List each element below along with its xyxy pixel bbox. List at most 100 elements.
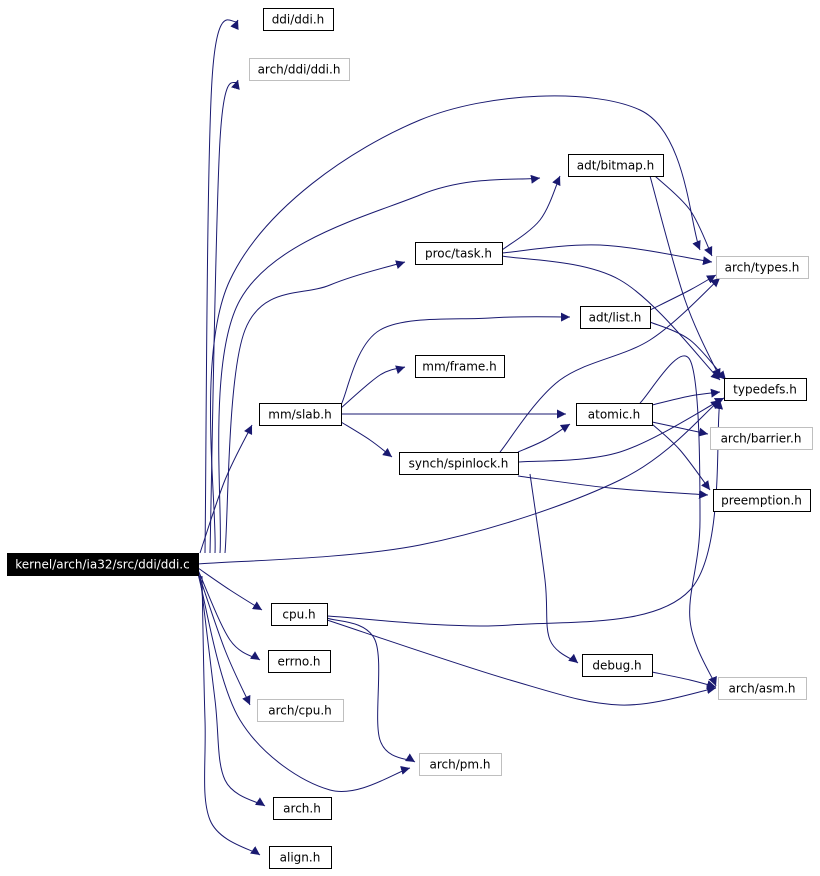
node-label: ddi/ddi.h: [272, 13, 325, 27]
node-root[interactable]: kernel/arch/ia32/src/ddi/ddi.c: [7, 553, 199, 576]
node-box: [419, 753, 502, 776]
edge-root-to-mm-slab-h: [199, 424, 253, 554]
edge-proc-task-h-to-arch-types-h: [501, 244, 713, 266]
node-box: [268, 650, 331, 673]
node-mm-frame-h[interactable]: mm/frame.h: [415, 355, 505, 378]
node-label: synch/spinlock.h: [409, 457, 509, 471]
edge-root-to-arch-cpu-h: [197, 571, 251, 706]
edge-root-to-align-h: [201, 575, 261, 856]
edge-root-to-cpu-h: [197, 567, 263, 611]
edge-root-to-errno-h: [197, 569, 261, 661]
node-label: adt/bitmap.h: [577, 159, 654, 173]
node-label: mm/frame.h: [422, 360, 496, 374]
node-label: arch/ddi/ddi.h: [258, 63, 341, 77]
node-box: [273, 797, 332, 820]
edge-synch-spinlock-h-to-preemption-h: [517, 475, 709, 499]
node-box: [576, 403, 653, 426]
node-box: [580, 306, 651, 329]
node-box: [263, 8, 334, 31]
node-errno-h[interactable]: errno.h: [268, 650, 331, 673]
edge-adt-bitmap-h-to-typedefs-h: [649, 175, 721, 379]
nodes-layer: kernel/arch/ia32/src/ddi/ddi.c ddi/ddi.h a…: [7, 8, 813, 869]
edge-synch-spinlock-h-to-atomic-h: [517, 423, 571, 453]
edge-root-to-arch-h: [199, 575, 266, 807]
node-arch-h[interactable]: arch.h: [273, 797, 332, 820]
node-box: [399, 452, 519, 475]
node-adt-list-h[interactable]: adt/list.h: [580, 306, 651, 329]
edge-proc-task-h-to-typedefs-h: [501, 255, 721, 381]
node-box: [7, 553, 199, 576]
edge-atomic-h-to-preemption-h: [651, 423, 711, 491]
node-label: align.h: [280, 851, 321, 865]
edge-atomic-h-to-arch-barrier-h: [651, 421, 709, 437]
node-arch-cpu-h: arch/cpu.h: [257, 699, 344, 722]
edge-root-to-arch-ddi-ddi-h: [209, 79, 240, 554]
node-label: kernel/arch/ia32/src/ddi/ddi.c: [15, 558, 189, 572]
node-box: [716, 256, 809, 279]
edge-mm-slab-h-to-adt-list-h: [340, 312, 571, 406]
node-box: [718, 677, 807, 700]
node-label: debug.h: [592, 659, 641, 673]
node-box: [415, 242, 503, 265]
node-label: preemption.h: [721, 494, 802, 508]
node-arch-types-h: arch/types.h: [716, 256, 809, 279]
node-label: proc/task.h: [425, 247, 492, 261]
edges-layer: [197, 19, 727, 856]
node-box: [249, 58, 350, 81]
node-box: [713, 489, 811, 512]
node-proc-task-h[interactable]: proc/task.h: [415, 242, 503, 265]
edge-root-to-arch-pm-h: [197, 573, 411, 792]
node-arch-barrier-h: arch/barrier.h: [710, 427, 813, 450]
node-box: [710, 427, 813, 450]
edge-synch-spinlock-h-to-debug-h: [529, 473, 579, 664]
node-label: arch/pm.h: [430, 758, 491, 772]
node-label: arch/cpu.h: [268, 704, 332, 718]
edge-cpu-h-to-arch-pm-h: [326, 617, 416, 763]
node-arch-asm-h: arch/asm.h: [718, 677, 807, 700]
node-mm-slab-h[interactable]: mm/slab.h: [259, 403, 342, 426]
edge-debug-h-to-arch-asm-h: [651, 671, 717, 690]
node-box: [257, 699, 344, 722]
node-label: cpu.h: [282, 608, 315, 622]
node-label: errno.h: [278, 655, 321, 669]
node-typedefs-h[interactable]: typedefs.h: [724, 378, 807, 401]
node-label: arch/types.h: [725, 261, 800, 275]
node-label: arch.h: [283, 802, 321, 816]
node-box: [259, 403, 342, 426]
node-adt-bitmap-h[interactable]: adt/bitmap.h: [568, 154, 664, 177]
node-box: [269, 846, 332, 869]
node-align-h[interactable]: align.h: [269, 846, 332, 869]
node-label: adt/list.h: [589, 311, 642, 325]
node-arch-pm-h: arch/pm.h: [419, 753, 502, 776]
edge-root-to-adt-bitmap-h: [218, 174, 541, 554]
node-arch-ddi-ddi-h: arch/ddi/ddi.h: [249, 58, 350, 81]
edge-proc-task-h-to-adt-bitmap-h: [501, 175, 561, 251]
edge-cpu-h-to-arch-asm-h: [326, 619, 717, 706]
edge-adt-bitmap-h-to-arch-types-h: [654, 175, 713, 257]
edge-mm-slab-h-to-synch-spinlock-h: [340, 421, 393, 458]
node-debug-h[interactable]: debug.h: [582, 654, 653, 677]
node-atomic-h[interactable]: atomic.h: [576, 403, 653, 426]
edge-adt-list-h-to-typedefs-h: [649, 321, 727, 381]
edge-root-to-ddi-ddi-h: [204, 19, 239, 554]
node-label: arch/barrier.h: [721, 432, 802, 446]
edge-root-to-proc-task-h: [224, 260, 406, 554]
edge-root-to-arch-types-h: [210, 95, 701, 554]
edge-atomic-h-to-arch-asm-h: [639, 355, 717, 687]
node-box: [271, 603, 328, 626]
edge-synch-spinlock-h-to-typedefs-h: [517, 397, 725, 463]
node-box: [568, 154, 664, 177]
node-synch-spinlock-h[interactable]: synch/spinlock.h: [399, 452, 519, 475]
node-ddi-ddi-h[interactable]: ddi/ddi.h: [263, 8, 334, 31]
node-box: [415, 355, 505, 378]
node-cpu-h[interactable]: cpu.h: [271, 603, 328, 626]
node-box: [724, 378, 807, 401]
node-label: atomic.h: [588, 408, 640, 422]
edge-synch-spinlock-h-to-arch-types-h: [499, 277, 721, 453]
edge-atomic-h-to-typedefs-h: [651, 388, 721, 406]
node-label: mm/slab.h: [268, 408, 331, 422]
edge-mm-slab-h-to-mm-frame-h: [340, 365, 406, 409]
node-label: typedefs.h: [733, 383, 797, 397]
node-preemption-h[interactable]: preemption.h: [713, 489, 811, 512]
